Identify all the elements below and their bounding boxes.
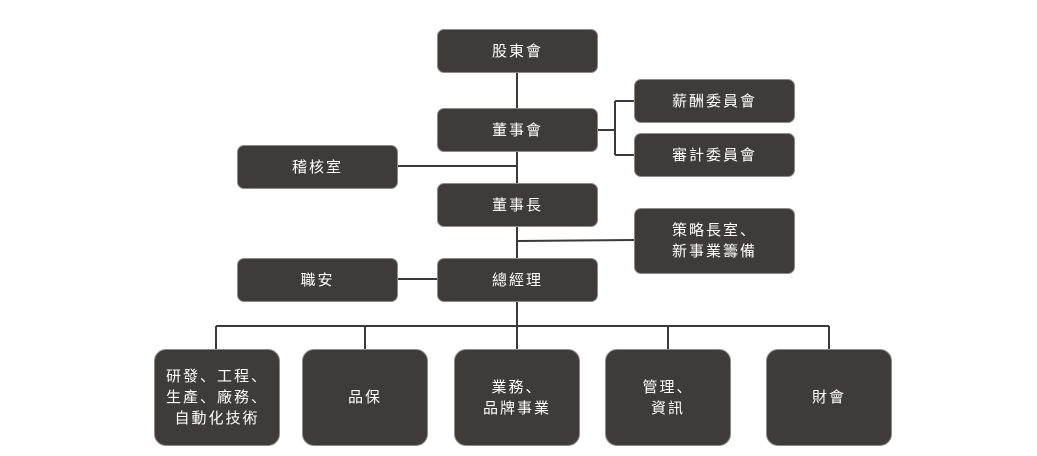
department-sales-box: 業務、 品牌事業 (454, 349, 580, 446)
department-rd-box: 研發、工程、 生產、廠務、 自動化技術 (154, 349, 280, 446)
general-manager-box: 總經理 (437, 258, 598, 302)
compensation-committee-box: 薪酬委員會 (634, 79, 795, 123)
internal-audit-box: 稽核室 (237, 145, 398, 189)
department-finance-box: 財會 (766, 349, 892, 446)
department-qa-box: 品保 (302, 349, 428, 446)
board-box: 董事會 (437, 108, 598, 152)
department-management-box: 管理、 資訊 (605, 349, 731, 446)
chairman-box: 董事長 (437, 183, 598, 227)
safety-box: 職安 (237, 258, 398, 302)
shareholders-box: 股東會 (437, 29, 598, 73)
strategy-office-box: 策略長室、 新事業籌備 (634, 208, 795, 274)
audit-committee-box: 審計委員會 (634, 133, 795, 177)
strategy-office-link (516, 239, 635, 242)
